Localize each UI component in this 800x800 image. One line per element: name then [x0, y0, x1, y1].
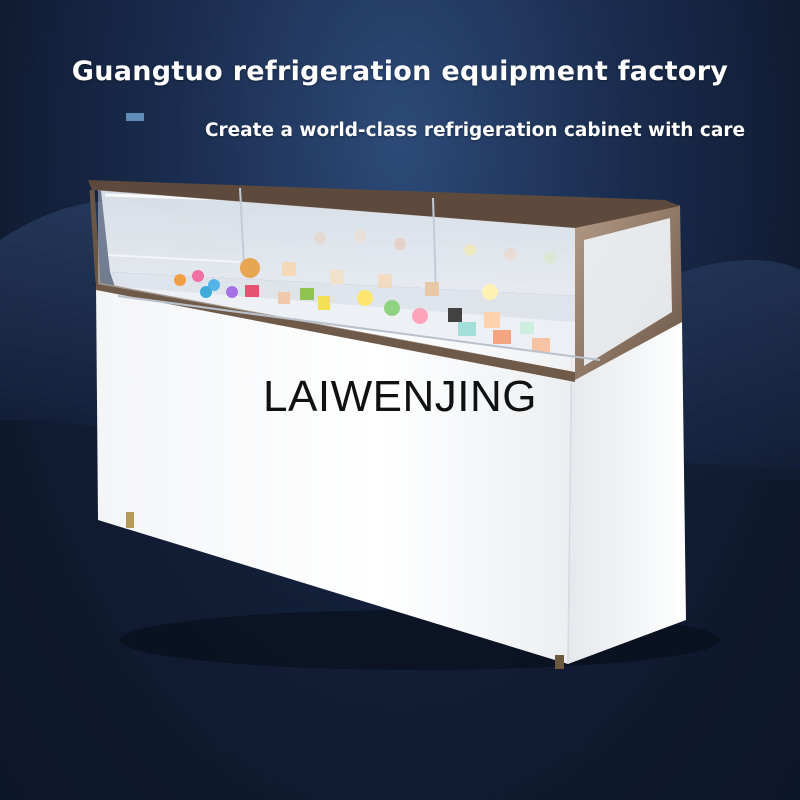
glass-top-frame [88, 180, 680, 228]
cabinet-foot-left [126, 512, 134, 528]
dessert-display [174, 230, 556, 352]
glass-front-rail [96, 282, 575, 382]
cabinet-body-front [96, 285, 572, 664]
cabinet-foot-right [555, 655, 564, 669]
glass-side-pane [584, 218, 672, 366]
cabinet-body-side [568, 322, 686, 664]
headline: Guangtuo refrigeration equipment factory [71, 56, 729, 87]
subline: Create a world-class refrigeration cabin… [204, 120, 745, 141]
brand-badge [126, 113, 144, 121]
